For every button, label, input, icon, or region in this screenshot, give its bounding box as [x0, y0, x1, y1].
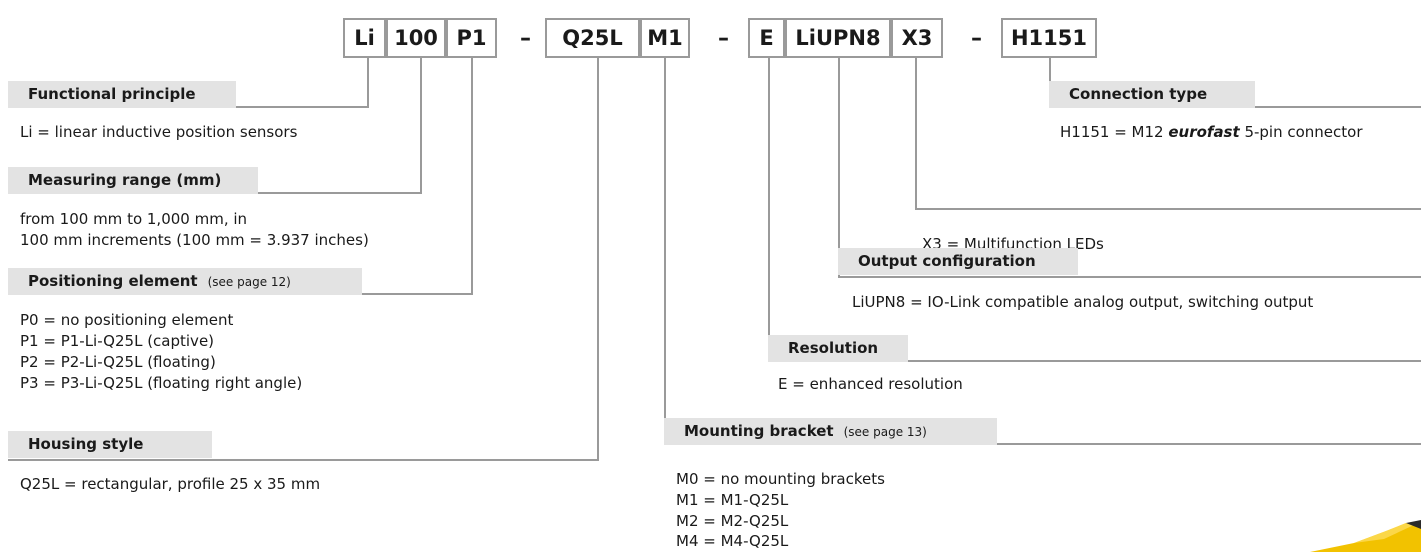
connector-line [768, 58, 770, 362]
mounting-bracket-line: M1 = M1-Q25L [676, 491, 789, 509]
positioning-element-line: P0 = no positioning element [20, 311, 234, 329]
sensor-product-image [1310, 520, 1421, 552]
housing-style-header: Housing style [8, 431, 212, 458]
connector-line [8, 459, 599, 461]
code-separator: – [971, 26, 982, 51]
housing-style-title: Housing style [28, 435, 144, 453]
positioning-element-line: P3 = P3-Li-Q25L (floating right angle) [20, 374, 303, 392]
functional-principle-header: Functional principle [8, 81, 236, 108]
code-segment-x3: X3 [891, 18, 943, 58]
positioning-element-note: (see page 12) [207, 275, 291, 289]
mounting-bracket-note: (see page 13) [843, 425, 927, 439]
housing-style-line: Q25L = rectangular, profile 25 x 35 mm [20, 475, 321, 493]
eurofast-brand: eurofast [1168, 123, 1240, 141]
code-separator: – [718, 26, 729, 51]
connector-line [915, 208, 1421, 210]
mounting-bracket-line: M4 = M4-Q25L [676, 532, 789, 550]
output-configuration-header: Output configuration [838, 248, 1078, 275]
mounting-bracket-line: M0 = no mounting brackets [676, 470, 885, 488]
connector-line [664, 443, 1421, 445]
connection-type-title: Connection type [1069, 85, 1208, 103]
connector-line [367, 58, 369, 108]
code-separator: – [520, 26, 531, 51]
code-segment-e: E [748, 18, 785, 58]
code-segment-q25l: Q25L [545, 18, 640, 58]
positioning-element-line: P1 = P1-Li-Q25L (captive) [20, 332, 215, 350]
code-segment-p1: P1 [446, 18, 497, 58]
functional-principle-title: Functional principle [28, 85, 196, 103]
mounting-bracket-header: Mounting bracket (see page 13) [664, 418, 997, 445]
connector-line [471, 58, 473, 295]
connector-line [420, 58, 422, 194]
mounting-bracket-line: M2 = M2-Q25L [676, 512, 789, 530]
connector-line [838, 58, 840, 278]
functional-principle-line: Li = linear inductive position sensors [20, 123, 298, 141]
connection-type-header: Connection type [1049, 81, 1255, 108]
resolution-header: Resolution [768, 335, 908, 362]
code-segment-h1151: H1151 [1001, 18, 1097, 58]
positioning-element-line: P2 = P2-Li-Q25L (floating) [20, 353, 216, 371]
connection-type-suffix: 5-pin connector [1239, 123, 1363, 141]
code-segment-li: Li [343, 18, 386, 58]
positioning-element-header: Positioning element (see page 12) [8, 268, 362, 295]
measuring-range-line: 100 mm increments (100 mm = 3.937 inches… [20, 231, 369, 249]
code-segment-100: 100 [386, 18, 446, 58]
connector-line [768, 360, 1421, 362]
positioning-element-title: Positioning element [28, 272, 198, 290]
measuring-range-title: Measuring range (mm) [28, 171, 222, 189]
resolution-line: E = enhanced resolution [778, 375, 963, 393]
mounting-bracket-title: Mounting bracket [684, 422, 834, 440]
connector-line [838, 276, 1421, 278]
connector-line [664, 58, 666, 445]
connection-type-line: H1151 = M12 eurofast 5-pin connector [1060, 122, 1363, 143]
output-configuration-title: Output configuration [858, 252, 1036, 270]
resolution-title: Resolution [788, 339, 879, 357]
measuring-range-line: from 100 mm to 1,000 mm, in [20, 210, 248, 228]
output-configuration-line: LiUPN8 = IO-Link compatible analog outpu… [852, 293, 1314, 311]
code-segment-m1: M1 [640, 18, 690, 58]
connector-line [915, 58, 917, 210]
measuring-range-header: Measuring range (mm) [8, 167, 258, 194]
code-segment-liupn8: LiUPN8 [785, 18, 891, 58]
connector-line [597, 58, 599, 461]
connection-type-prefix: H1151 = M12 [1060, 123, 1169, 141]
